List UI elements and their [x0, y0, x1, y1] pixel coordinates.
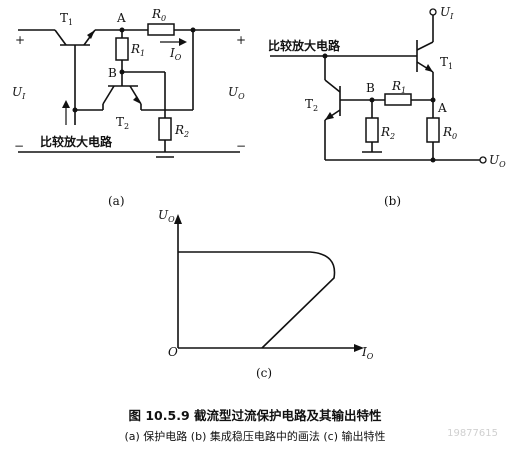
- panel-label-c: (c): [256, 366, 272, 380]
- panel-label-a: (a): [108, 194, 125, 208]
- label-r2-a: R2: [174, 123, 189, 139]
- resistor-r1-b: [384, 93, 412, 106]
- figure-caption-sub: (a) 保护电路 (b) 集成稳压电路中的画法 (c) 输出特性: [124, 430, 386, 443]
- label-node-a-b: A: [437, 101, 447, 115]
- label-node-b: B: [108, 66, 117, 80]
- base-node-b: [322, 53, 328, 59]
- label-r0-b: R0: [442, 125, 457, 141]
- label-t2-a: T2: [116, 115, 129, 131]
- y-axis-label-c: UO: [158, 208, 175, 224]
- characteristic-curve-c: [178, 251, 336, 349]
- t1-arrow-b: [425, 64, 433, 72]
- amp-label-b: 比较放大电路: [268, 38, 341, 53]
- resistor-r1-a: [115, 37, 129, 61]
- figure-caption-title: 图 10.5.9 截流型过流保护电路及其输出特性: [128, 408, 382, 423]
- t2-arrow-b: [325, 112, 334, 120]
- minus-right-a: −: [236, 139, 246, 153]
- amp-label-a: 比较放大电路: [40, 134, 113, 149]
- node-a-dot-b: [430, 97, 436, 103]
- t2-collector-a: [102, 85, 115, 105]
- x-axis-arrow-c: [354, 344, 364, 352]
- label-r1-b: R1: [391, 79, 406, 95]
- label-r0-a: R0: [151, 7, 166, 23]
- t2-arrow-a: [133, 96, 141, 104]
- ui-terminal-b: [429, 8, 437, 16]
- label-ui-b: UI: [440, 5, 454, 21]
- resistor-r0-b: [426, 117, 440, 143]
- t1-collector-b: [416, 41, 434, 51]
- watermark: 19877615: [447, 428, 498, 439]
- y-axis-arrow-c: [174, 214, 182, 224]
- label-ui-a: UI: [12, 85, 26, 101]
- label-t2-b: T2: [305, 97, 318, 113]
- label-t1-a: T1: [60, 11, 73, 27]
- minus-left-a: −: [14, 139, 24, 153]
- resistor-r2-a: [158, 117, 172, 141]
- t2-collector-b: [324, 79, 341, 93]
- io-arrow-head-a: [179, 38, 187, 46]
- t1-collector-a: [54, 29, 67, 46]
- label-node-a: A: [116, 11, 126, 25]
- panel-label-b: (b): [384, 194, 401, 208]
- base-arrow-head-a: [62, 100, 70, 108]
- circuit-a: + + − − T1 A R0 R1 IO B T2 R2 UI UO 比较放大…: [12, 7, 246, 208]
- circuit-b: UI 比较放大电路 T1 T2 B R1 A R2 R0 UO (b): [268, 5, 506, 208]
- t1-arrow-a: [87, 30, 95, 39]
- t1-base-node-a: [72, 107, 78, 113]
- uo-terminal-b: [479, 156, 487, 164]
- resistor-r2-b: [365, 117, 379, 143]
- plus-right-a: +: [236, 33, 246, 47]
- label-r1-a: R1: [130, 42, 145, 58]
- origin-label-c: O: [168, 345, 178, 359]
- graph-c: UO O IO (c): [158, 208, 374, 380]
- plus-left-a: +: [15, 33, 25, 47]
- label-r2-b: R2: [380, 125, 395, 141]
- label-io-a: IO: [169, 46, 182, 62]
- resistor-r0-a: [147, 23, 175, 36]
- x-axis-label-c: IO: [361, 345, 374, 361]
- label-t1-b: T1: [440, 55, 453, 71]
- label-node-b-b: B: [366, 81, 375, 95]
- label-uo-a: UO: [228, 85, 245, 101]
- label-uo-b: UO: [489, 153, 506, 169]
- out-node-b: [430, 157, 436, 163]
